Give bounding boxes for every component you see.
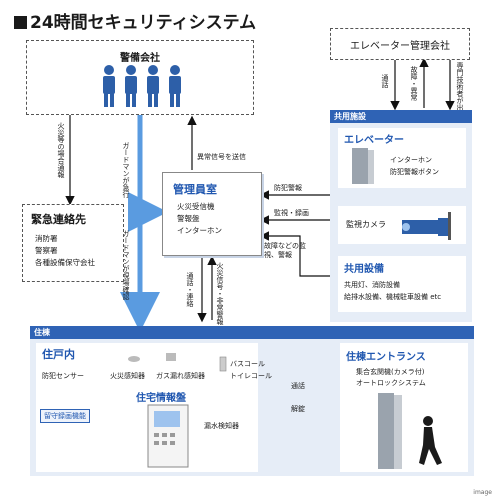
common-title: 共用設備 bbox=[344, 264, 384, 275]
manager-room-item: 火災受信機 bbox=[177, 202, 215, 211]
unit-title: 住戸内 bbox=[42, 348, 75, 361]
elevator-item: インターホン bbox=[390, 156, 432, 164]
label-failure-monitor: 故障などの監視、警報 bbox=[264, 242, 306, 259]
entrance-item: 集合玄関機(カメラ付) bbox=[356, 368, 425, 376]
title-square-icon bbox=[14, 16, 27, 29]
panel-title: 住宅情報盤 bbox=[136, 393, 186, 404]
elevator-door-icon bbox=[352, 148, 374, 184]
entrance-door-icon bbox=[378, 393, 442, 469]
manager-room-title: 管理員室 bbox=[173, 183, 217, 196]
unit-bath: バスコール bbox=[230, 360, 265, 368]
camera-label: 監視カメラ bbox=[346, 220, 386, 229]
shared-facility-band: 共用施設 bbox=[330, 110, 472, 123]
residence-band: 住棟 bbox=[30, 326, 474, 339]
elevator-box: エレベーター インターホン 防犯警報ボタン bbox=[338, 128, 466, 188]
elevator-company-label: エレベーター管理会社 bbox=[350, 41, 450, 52]
info-panel-icon bbox=[147, 404, 189, 468]
label-talk-contact: 通話・連絡 bbox=[186, 272, 194, 307]
arrow-failure-monitor bbox=[259, 231, 340, 277]
guard-figures-icon bbox=[103, 65, 181, 107]
emergency-box: 緊急連絡先 消防署 警察署 各種設備保守会社 bbox=[22, 204, 124, 282]
security-company-box: 警備会社 bbox=[26, 40, 254, 115]
unit-sensor: ガス漏れ感知器 bbox=[156, 372, 205, 380]
label-monitor-record: 監視・録画 bbox=[274, 209, 309, 217]
unit-sensor: 防犯センサー bbox=[42, 372, 84, 380]
label-guard-check: ガードマンが現場確認 bbox=[122, 230, 130, 300]
entrance-title: 住棟エントランス bbox=[346, 352, 426, 363]
label-failure-abnormal: 故障・異常 bbox=[410, 66, 418, 101]
image-credit: image bbox=[473, 489, 492, 496]
emergency-item: 警察署 bbox=[35, 246, 58, 255]
label-unlock: 解錠 bbox=[291, 405, 305, 413]
manager-room-box: 管理員室 火災受信機 警報盤 インターホン bbox=[162, 172, 262, 256]
label-crime-alarm: 防犯警報 bbox=[274, 184, 302, 192]
unit-bath: トイレコール bbox=[230, 372, 272, 380]
elevator-title: エレベーター bbox=[344, 135, 404, 146]
label-fire-report: 火災等の場合通報 bbox=[57, 122, 65, 178]
label-abnormal-signal: 異常信号を送信 bbox=[197, 153, 246, 161]
page-title: 24時間セキュリティシステム bbox=[14, 8, 256, 33]
security-company-label: 警備会社 bbox=[120, 53, 160, 64]
record-label: 留守録画機能 bbox=[40, 409, 90, 423]
elevator-item: 防犯警報ボタン bbox=[390, 168, 439, 176]
label-call: 通話 bbox=[381, 74, 389, 88]
residence-panel: 住棟 住戸内 防犯センサー 火災感知器 ガス漏れ感知器 バスコール トイレコール… bbox=[30, 326, 474, 476]
label-guard-rush: ガードマンが急行 bbox=[122, 142, 130, 198]
entrance-box: 住棟エントランス 集合玄関機(カメラ付) オートロックシステム bbox=[340, 343, 468, 472]
leak-detector: 漏水検知器 bbox=[204, 422, 239, 430]
common-item: 給排水設備、機械駐車設備 etc bbox=[344, 293, 442, 301]
emergency-title: 緊急連絡先 bbox=[31, 213, 86, 226]
manager-room-item: インターホン bbox=[177, 226, 222, 235]
camera-box: 監視カメラ bbox=[338, 206, 466, 244]
label-entrance-call: 通話 bbox=[291, 382, 305, 390]
camera-icon bbox=[402, 212, 451, 240]
common-box: 共用設備 共用灯、消防設備 給排水設備、機械駐車設備 etc bbox=[338, 256, 466, 312]
elevator-company-box: エレベーター管理会社 bbox=[330, 28, 470, 60]
manager-room-item: 警報盤 bbox=[177, 214, 200, 223]
unit-sensor: 火災感知器 bbox=[110, 372, 145, 380]
label-expert: 専門技術者が出動・対応 bbox=[456, 62, 464, 139]
arrow-guard-rush bbox=[128, 115, 168, 232]
unit-box: 住戸内 防犯センサー 火災感知器 ガス漏れ感知器 バスコール トイレコール 住宅… bbox=[36, 343, 272, 472]
entrance-item: オートロックシステム bbox=[356, 379, 426, 387]
common-item: 共用灯、消防設備 bbox=[344, 281, 400, 289]
shared-facility-panel: 共用施設 エレベーター インターホン 防犯警報ボタン 監視カメラ 共用設備 共用… bbox=[330, 110, 472, 322]
label-fire-alarm: 火災信号・非常警報 bbox=[216, 262, 224, 325]
sensor-icons bbox=[128, 353, 227, 372]
emergency-item: 各種設備保守会社 bbox=[35, 258, 95, 267]
emergency-item: 消防署 bbox=[35, 234, 58, 243]
